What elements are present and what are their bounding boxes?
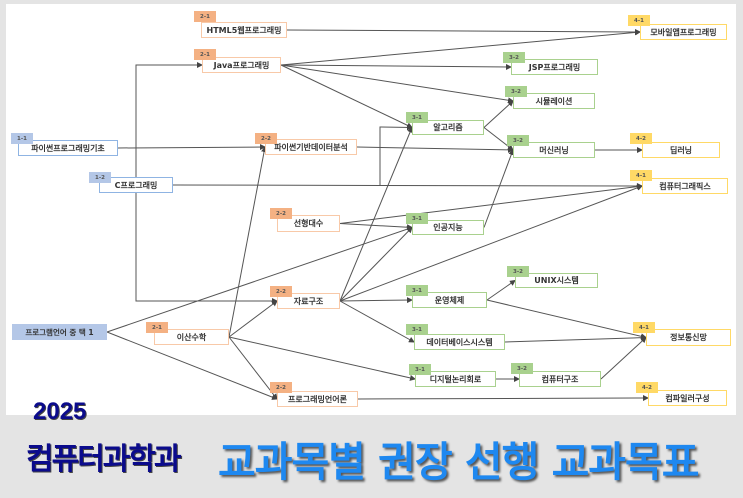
course-node-net: 정보통신망 [646,329,731,346]
course-node-py: 파이썬프로그래밍기초 [18,140,118,156]
page-title: 교과목별 권장 선행 교과목표 [218,438,699,486]
course-node-html5: HTML5웹프로그래밍 [201,22,287,38]
edge-pl-to-compiler [357,395,649,402]
semester-tag: 2-2 [270,208,292,219]
course-node-jsp: JSP프로그래밍 [511,59,598,75]
edge-c-to-algo [379,124,413,185]
semester-tag: 4-2 [630,133,652,144]
edge-java-to-jsp [280,63,512,70]
course-node-c: C프로그래밍 [99,177,173,193]
course-node-compiler: 컴파일러구성 [648,390,727,406]
edge-discrete-to-ds [228,300,278,338]
semester-tag: 2-2 [270,286,292,297]
semester-tag: 3-1 [406,112,428,123]
edge-ds-to-os [339,297,413,304]
edge-discrete-to-pl [228,336,278,400]
course-node-logic: 디지털논리회로 [415,371,496,387]
edge-linalg-to-cg [339,183,643,224]
course-node-ml: 머신러닝 [513,142,595,158]
course-node-os: 운영체제 [412,292,487,308]
edge-py-to-pyda [117,144,266,151]
diagram-canvas [6,4,736,415]
semester-tag: 3-1 [406,324,428,335]
edge-discrete-to-pyda [228,146,268,338]
edge-c-to-cg [172,182,643,189]
semester-tag: 4-1 [633,322,655,333]
semester-tag: 3-2 [507,135,529,146]
edge-db-to-net [504,334,647,343]
edge-ds-to-ai [339,226,413,302]
course-node-discrete: 이산수학 [154,329,229,345]
edge-c-to-ds [135,185,278,304]
semester-tag: 2-1 [194,49,216,60]
year-label: 2025 [33,398,87,425]
course-node-pl: 프로그래밍언어론 [277,391,358,407]
edge-pyda-to-ml [356,146,514,153]
semester-tag: 3-2 [503,52,525,63]
course-node-unix: UNIX시스템 [515,273,598,288]
edge-java-to-sim [280,64,514,104]
semester-tag: 2-1 [146,322,168,333]
edge-java-to-algo [280,64,413,129]
semester-tag: 3-2 [505,86,527,97]
course-node-ds: 자료구조 [277,293,340,309]
edge-java-to-mobile [280,29,641,66]
semester-tag: 2-2 [270,382,292,393]
edge-discrete-to-logic [228,336,416,381]
semester-tag: 2-1 [194,11,216,22]
course-node-java: Java프로그래밍 [202,57,281,73]
course-node-sim: 시뮬레이션 [513,93,595,109]
semester-tag: 2-2 [255,133,277,144]
edge-html5-to-mobile [286,28,641,35]
course-node-db: 데이터베이스시스템 [414,334,505,350]
edge-ds-to-algo [339,126,413,302]
semester-tag: 4-1 [630,170,652,181]
course-node-dl: 딥러닝 [642,142,720,158]
semester-tag: 3-2 [511,363,533,374]
course-node-ai: 인공지능 [412,220,484,235]
edge-ds-to-cg [339,184,643,302]
course-node-linalg: 선형대수 [277,215,340,232]
course-node-pyda: 파이썬기반데이터분석 [265,139,357,155]
semester-tag: 3-1 [409,364,431,375]
edge-linalg-to-ai [339,223,413,231]
edge-os-to-net [486,299,647,340]
edge-ai-to-ml [483,149,515,228]
edge-algo-to-ml [483,127,514,151]
course-node-arch: 컴퓨터구조 [519,371,601,387]
semester-tag: 4-1 [628,15,650,26]
course-node-choice: 프로그램언어 중 택 1 [12,324,107,340]
semester-tag: 4-2 [636,382,658,393]
edge-algo-to-sim [483,100,514,128]
course-node-algo: 알고리즘 [412,120,484,135]
semester-tag: 3-1 [406,285,428,296]
department-label: 컴퓨터과학과 [26,442,182,477]
edge-os-to-unix [486,279,516,301]
edge-c-to-java [135,62,203,185]
edge-choice-to-ai [106,226,413,333]
semester-tag: 1-1 [11,133,33,144]
course-node-cg: 컴퓨터그래픽스 [642,178,728,194]
semester-tag: 3-1 [406,213,428,224]
edge-ds-to-db [339,300,415,343]
edge-arch-to-net [600,336,647,380]
semester-tag: 1-2 [89,172,111,183]
course-node-mobile: 모바일앱프로그래밍 [640,24,727,40]
edge-choice-to-pl [106,331,278,400]
semester-tag: 3-2 [507,266,529,277]
